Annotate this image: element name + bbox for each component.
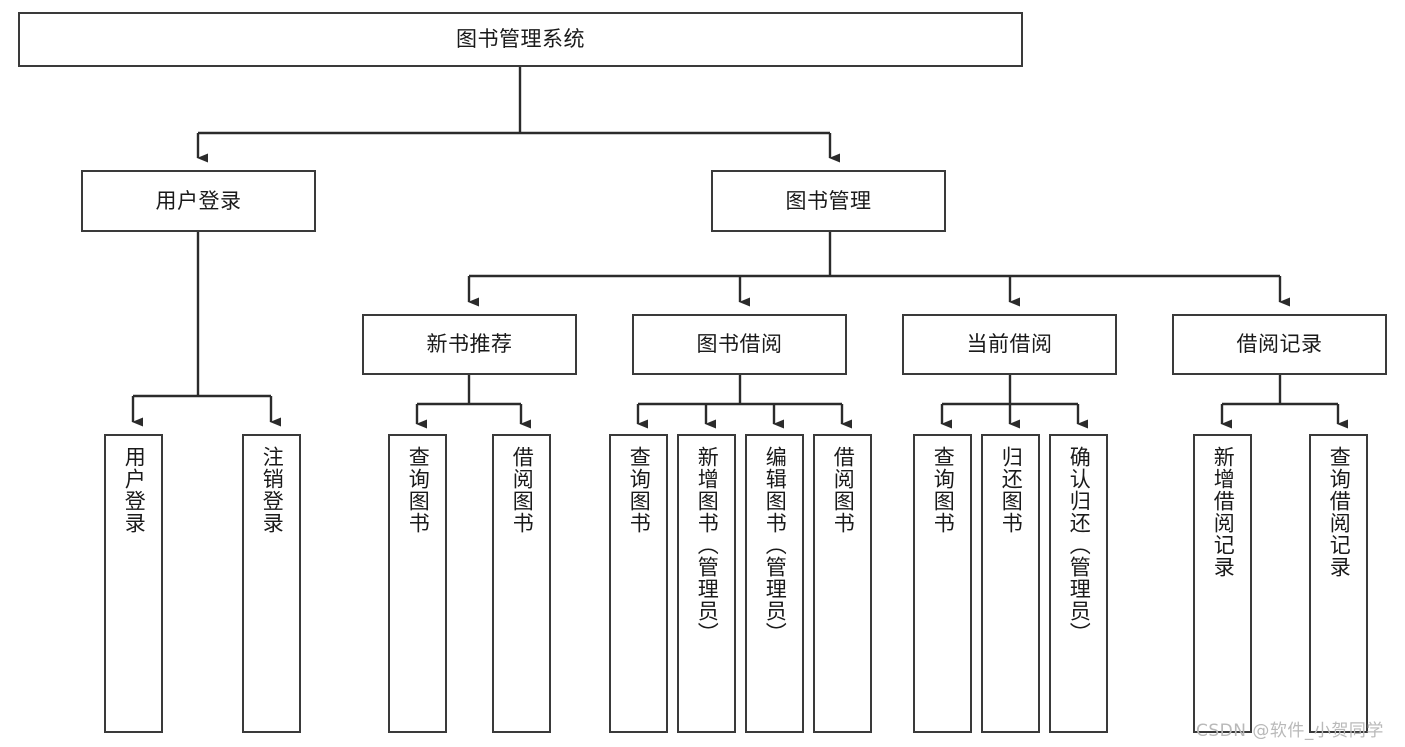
node-label: 注销登录 xyxy=(260,446,285,534)
node-label: 图书管理 xyxy=(785,188,872,213)
node-label: 用户登录 xyxy=(122,446,147,534)
node-book-management[interactable]: 图书管理 xyxy=(711,170,946,232)
leaf-book-borrow-borrow-book[interactable]: 借阅图书 xyxy=(813,434,872,733)
csdn-watermark: CSDN @软件_小贺同学 xyxy=(1196,721,1384,741)
node-label: 新增图书（管理员） xyxy=(695,446,720,644)
node-root-book-management-system[interactable]: 图书管理系统 xyxy=(18,12,1023,67)
leaf-new-book-borrow-book[interactable]: 借阅图书 xyxy=(492,434,551,733)
node-label: 当前借阅 xyxy=(966,332,1053,357)
node-label: 查询图书 xyxy=(931,446,956,534)
node-borrow-record[interactable]: 借阅记录 xyxy=(1172,314,1387,375)
leaf-current-borrow-return-book[interactable]: 归还图书 xyxy=(981,434,1040,733)
node-label: 新书推荐 xyxy=(426,332,513,357)
node-label: 借阅记录 xyxy=(1236,332,1323,357)
node-label: 归还图书 xyxy=(999,446,1024,534)
node-label: 用户登录 xyxy=(155,188,242,213)
node-user-login[interactable]: 用户登录 xyxy=(81,170,316,232)
node-label: 图书管理系统 xyxy=(456,27,585,52)
node-label: 编辑图书（管理员） xyxy=(763,446,788,644)
node-label: 借阅图书 xyxy=(831,446,856,534)
node-label: 查询借阅记录 xyxy=(1327,446,1352,578)
node-label: 借阅图书 xyxy=(510,446,535,534)
leaf-current-borrow-query-book[interactable]: 查询图书 xyxy=(913,434,972,733)
leaf-borrow-record-add-record[interactable]: 新增借阅记录 xyxy=(1193,434,1252,733)
node-label: 查询图书 xyxy=(627,446,652,534)
leaf-book-borrow-edit-book-admin[interactable]: 编辑图书（管理员） xyxy=(745,434,804,733)
leaf-current-borrow-confirm-return-admin[interactable]: 确认归还（管理员） xyxy=(1049,434,1108,733)
leaf-user-login-login[interactable]: 用户登录 xyxy=(104,434,163,733)
node-current-borrow[interactable]: 当前借阅 xyxy=(902,314,1117,375)
leaf-borrow-record-query-record[interactable]: 查询借阅记录 xyxy=(1309,434,1368,733)
leaf-book-borrow-query-book[interactable]: 查询图书 xyxy=(609,434,668,733)
node-label: 新增借阅记录 xyxy=(1211,446,1236,578)
leaf-user-login-logout[interactable]: 注销登录 xyxy=(242,434,301,733)
node-label: 查询图书 xyxy=(406,446,431,534)
node-label: 图书借阅 xyxy=(696,332,783,357)
leaf-book-borrow-add-book-admin[interactable]: 新增图书（管理员） xyxy=(677,434,736,733)
leaf-new-book-query-book[interactable]: 查询图书 xyxy=(388,434,447,733)
node-new-book-recommend[interactable]: 新书推荐 xyxy=(362,314,577,375)
node-label: 确认归还（管理员） xyxy=(1067,446,1092,644)
node-book-borrow[interactable]: 图书借阅 xyxy=(632,314,847,375)
